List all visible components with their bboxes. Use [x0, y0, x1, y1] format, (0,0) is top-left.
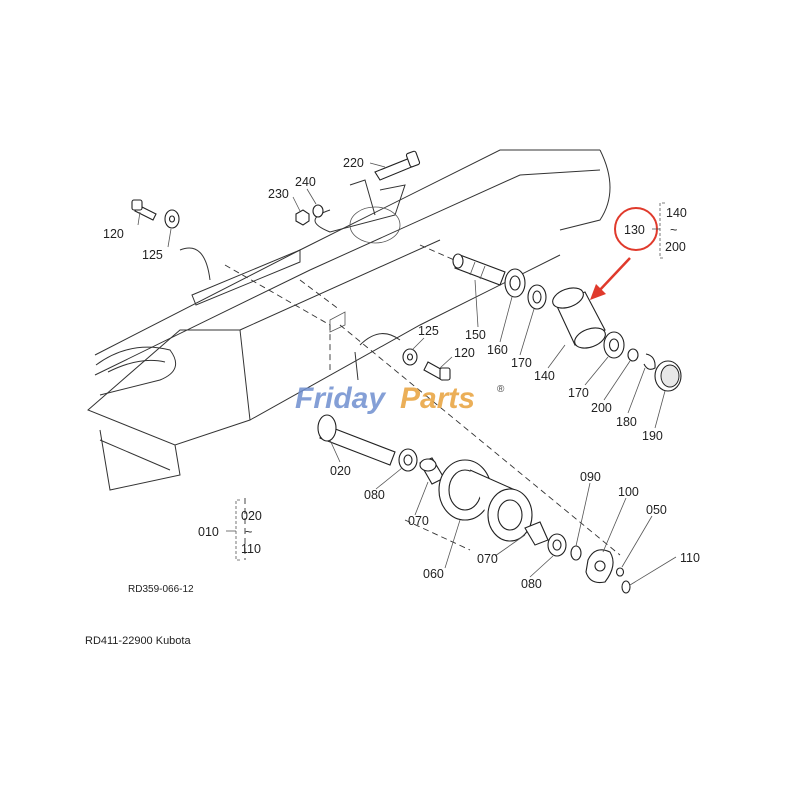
o-ring-110: [621, 580, 631, 594]
part-caption: RD411-22900 Kubota: [85, 635, 191, 647]
label-190: 190: [642, 429, 663, 443]
label-110-range: 110: [241, 542, 261, 556]
collar-080-right: [547, 533, 567, 557]
snap-ring-180: [643, 353, 656, 370]
label-140-range: 140: [666, 206, 687, 220]
label-010: 010: [198, 525, 219, 539]
label-020-range: 020: [241, 509, 262, 523]
label-200: 200: [591, 401, 612, 415]
label-140: 140: [534, 369, 555, 383]
label-050: 050: [646, 503, 667, 517]
label-125-middle: 125: [418, 324, 439, 338]
label-020: 020: [330, 464, 351, 478]
figure-code: RD359-066-12: [128, 584, 194, 595]
label-100: 100: [618, 485, 639, 499]
label-240: 240: [295, 175, 316, 189]
watermark-friday: Friday: [295, 382, 386, 415]
label-090: 090: [580, 470, 601, 484]
bolt-120-middle: [423, 361, 451, 381]
washer-125-middle: [402, 348, 418, 366]
range-bracket-130: [652, 202, 665, 259]
highlight-marker: [590, 207, 658, 300]
label-tilde-2: ~: [245, 525, 252, 539]
washer-240: [312, 204, 324, 218]
label-180: 180: [616, 415, 637, 429]
label-120-middle: 120: [454, 346, 475, 360]
label-tilde: ~: [670, 223, 677, 237]
part-labels: 220 240 230 120 125 130 140 ~ 200 150 16…: [103, 156, 700, 591]
label-080-right: 080: [521, 577, 542, 591]
plug-050: [615, 567, 625, 577]
leader-lines: [137, 162, 677, 586]
label-220: 220: [343, 156, 364, 170]
washer-125-upper: [164, 209, 180, 229]
highlight-arrow: [597, 257, 631, 293]
bearing-170-right: [603, 331, 625, 359]
nut-230: [295, 209, 310, 226]
bearing-170-left: [527, 284, 547, 310]
roller-060: [438, 459, 533, 542]
label-080-left: 080: [364, 488, 385, 502]
shaft-150: [452, 253, 506, 286]
label-200-range: 200: [665, 240, 686, 254]
cap-190: [654, 360, 682, 392]
washer-200: [627, 348, 639, 362]
label-110: 110: [680, 551, 700, 565]
label-070-left: 070: [408, 514, 429, 528]
watermark: Friday Parts ®: [295, 382, 505, 415]
label-160: 160: [487, 343, 508, 357]
label-150: 150: [465, 328, 486, 342]
arrow-head: [590, 284, 606, 300]
label-060: 060: [423, 567, 444, 581]
label-170-lower: 170: [568, 386, 589, 400]
label-120-upper: 120: [103, 227, 124, 241]
watermark-parts: Parts: [400, 382, 475, 415]
range-bracket-010: [226, 499, 240, 561]
label-130: 130: [624, 223, 645, 237]
watermark-registered: ®: [497, 384, 505, 395]
collar-080-left: [398, 448, 418, 472]
axle-020: [317, 414, 396, 466]
bushing-070-left: [419, 457, 445, 485]
idler-collar-140: [552, 287, 606, 349]
end-cover-100: [585, 549, 614, 584]
label-125-upper: 125: [142, 248, 163, 262]
label-170-upper: 170: [511, 356, 532, 370]
label-230: 230: [268, 187, 289, 201]
seal-160: [504, 268, 526, 298]
o-ring-090: [570, 545, 582, 561]
label-070-right: 070: [477, 552, 498, 566]
bolt-120-upper: [131, 199, 157, 221]
bolt-220: [374, 150, 421, 181]
bushing-070-right: [524, 521, 549, 546]
